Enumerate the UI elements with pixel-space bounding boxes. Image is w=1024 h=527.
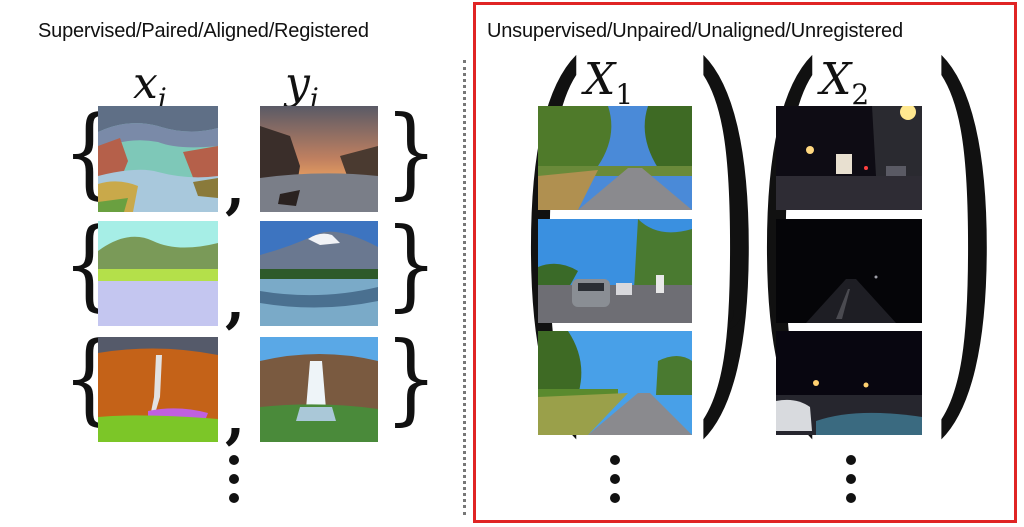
right-brace-3: }	[384, 322, 438, 436]
left-vertical-ellipsis	[229, 455, 239, 512]
segmentation-map-mountain-lake	[98, 221, 218, 326]
x1-label: X1	[584, 54, 634, 112]
photo-mountain-lake	[260, 221, 378, 326]
x1-vertical-ellipsis	[610, 455, 620, 512]
unsupervised-highlight-frame	[473, 2, 1017, 523]
comma-row-2: ,	[225, 267, 246, 335]
x2-vertical-ellipsis	[846, 455, 856, 512]
day-road-hedge	[538, 331, 692, 435]
night-street-lights	[776, 106, 922, 210]
y-i-label: yi	[285, 58, 319, 116]
x-i-label: xi	[133, 58, 167, 116]
supervised-heading: Supervised/Paired/Aligned/Registered	[38, 20, 369, 42]
comma-domains: ,	[727, 265, 748, 333]
day-road-trees	[538, 106, 692, 210]
night-road-car	[776, 331, 922, 435]
x1-right-paren: )	[690, 0, 764, 474]
day-road-cars	[538, 219, 692, 323]
segmentation-map-waterfall	[98, 337, 218, 442]
right-brace-2: }	[384, 208, 438, 322]
unsupervised-heading: Unsupervised/Unpaired/Unaligned/Unregist…	[487, 20, 903, 42]
segmentation-map-canyon	[98, 106, 218, 212]
comma-row-1: ,	[225, 153, 246, 221]
x2-label: X2	[820, 54, 870, 112]
night-road-dark	[776, 219, 922, 323]
photo-canyon-sunset	[260, 106, 378, 212]
panel-divider	[463, 60, 466, 515]
photo-waterfall	[260, 337, 378, 442]
x2-right-paren: )	[928, 0, 1002, 474]
right-brace-1: }	[384, 96, 438, 210]
comma-row-3: ,	[225, 383, 246, 451]
